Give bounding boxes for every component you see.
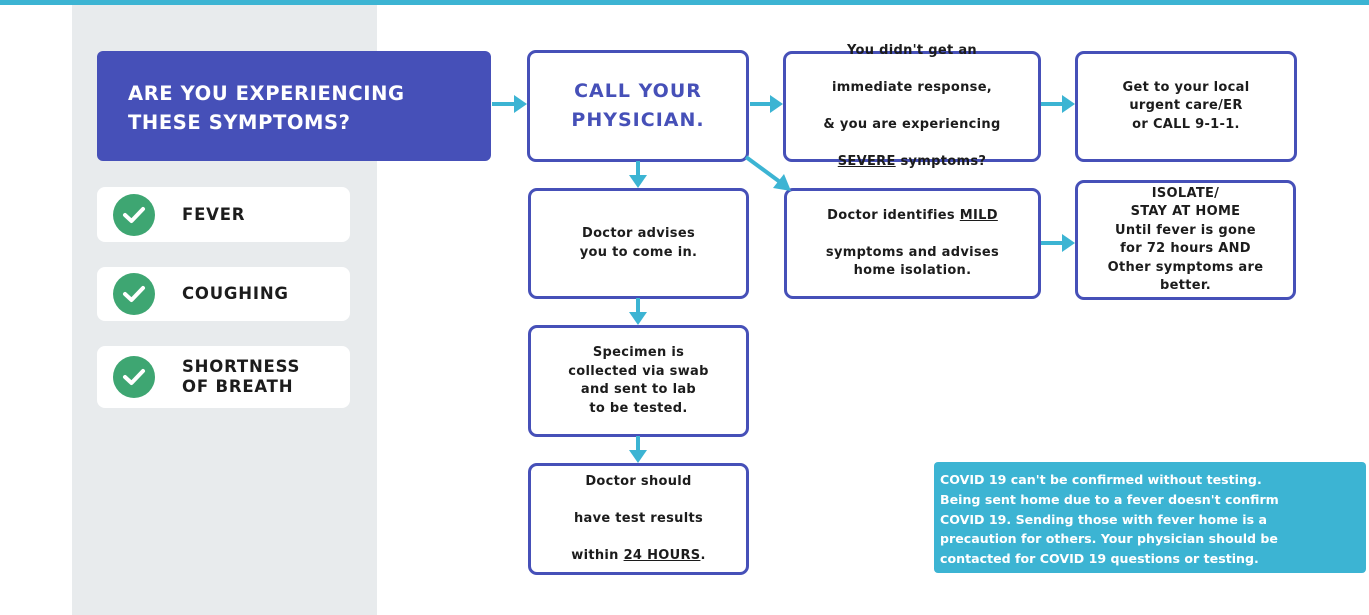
no-response-line: immediate response,	[831, 79, 993, 95]
no-response-line: & you are experiencing	[823, 116, 1001, 132]
check-icon	[113, 356, 155, 398]
arrow-right-icon	[492, 95, 527, 113]
arrow-right-icon	[750, 95, 783, 113]
severe-emphasis: SEVERE	[837, 153, 896, 169]
symptom-label: FEVER	[182, 204, 246, 224]
doctor-advises-box: Doctor advises you to come in.	[528, 188, 749, 299]
symptom-label: SHORTNESS OF BREATH	[182, 357, 301, 396]
arrow-right-icon	[1041, 234, 1075, 252]
arrow-down-icon	[629, 161, 647, 188]
mild-line: Doctor identifies	[827, 207, 960, 223]
mild-line: symptoms and advises home isolation.	[825, 244, 1000, 279]
top-accent-bar	[0, 0, 1369, 5]
covid-testing-note: COVID 19 can't be confirmed without test…	[934, 462, 1366, 573]
mild-symptoms-box: Doctor identifies MILD symptoms and advi…	[784, 188, 1041, 299]
no-response-line: You didn't get an	[847, 42, 977, 58]
no-response-box: You didn't get an immediate response, & …	[783, 43, 1041, 169]
mild-emphasis: MILD	[959, 207, 998, 223]
results-line: Doctor should	[585, 473, 692, 489]
arrow-right-icon	[1041, 95, 1075, 113]
call-physician-box: CALL YOUR PHYSICIAN.	[527, 50, 749, 162]
arrow-down-icon	[629, 436, 647, 463]
symptom-label: COUGHING	[182, 284, 289, 303]
results-box: Doctor should have test results within 2…	[528, 463, 749, 575]
no-response-line: symptoms?	[895, 153, 987, 169]
specimen-box: Specimen is collected via swab and sent …	[528, 325, 749, 437]
check-icon	[113, 273, 155, 315]
arrow-diagonal-icon	[744, 155, 791, 191]
arrow-down-icon	[629, 298, 647, 325]
symptoms-question-header: ARE YOU EXPERIENCING THESE SYMPTOMS?	[97, 51, 491, 161]
check-icon	[113, 193, 155, 236]
symptom-item-shortness-of-breath: SHORTNESS OF BREATH	[97, 346, 350, 408]
urgent-care-box: Get to your local urgent care/ER or CALL…	[1075, 51, 1297, 162]
hours-emphasis: 24 HOURS	[623, 547, 701, 563]
results-line: within	[571, 547, 624, 563]
results-line: have test results	[573, 510, 704, 526]
results-line: .	[700, 547, 706, 563]
isolate-box: ISOLATE/ STAY AT HOME Until fever is gon…	[1075, 180, 1296, 300]
symptom-item-fever: FEVER	[97, 187, 350, 242]
symptom-item-coughing: COUGHING	[97, 267, 350, 321]
